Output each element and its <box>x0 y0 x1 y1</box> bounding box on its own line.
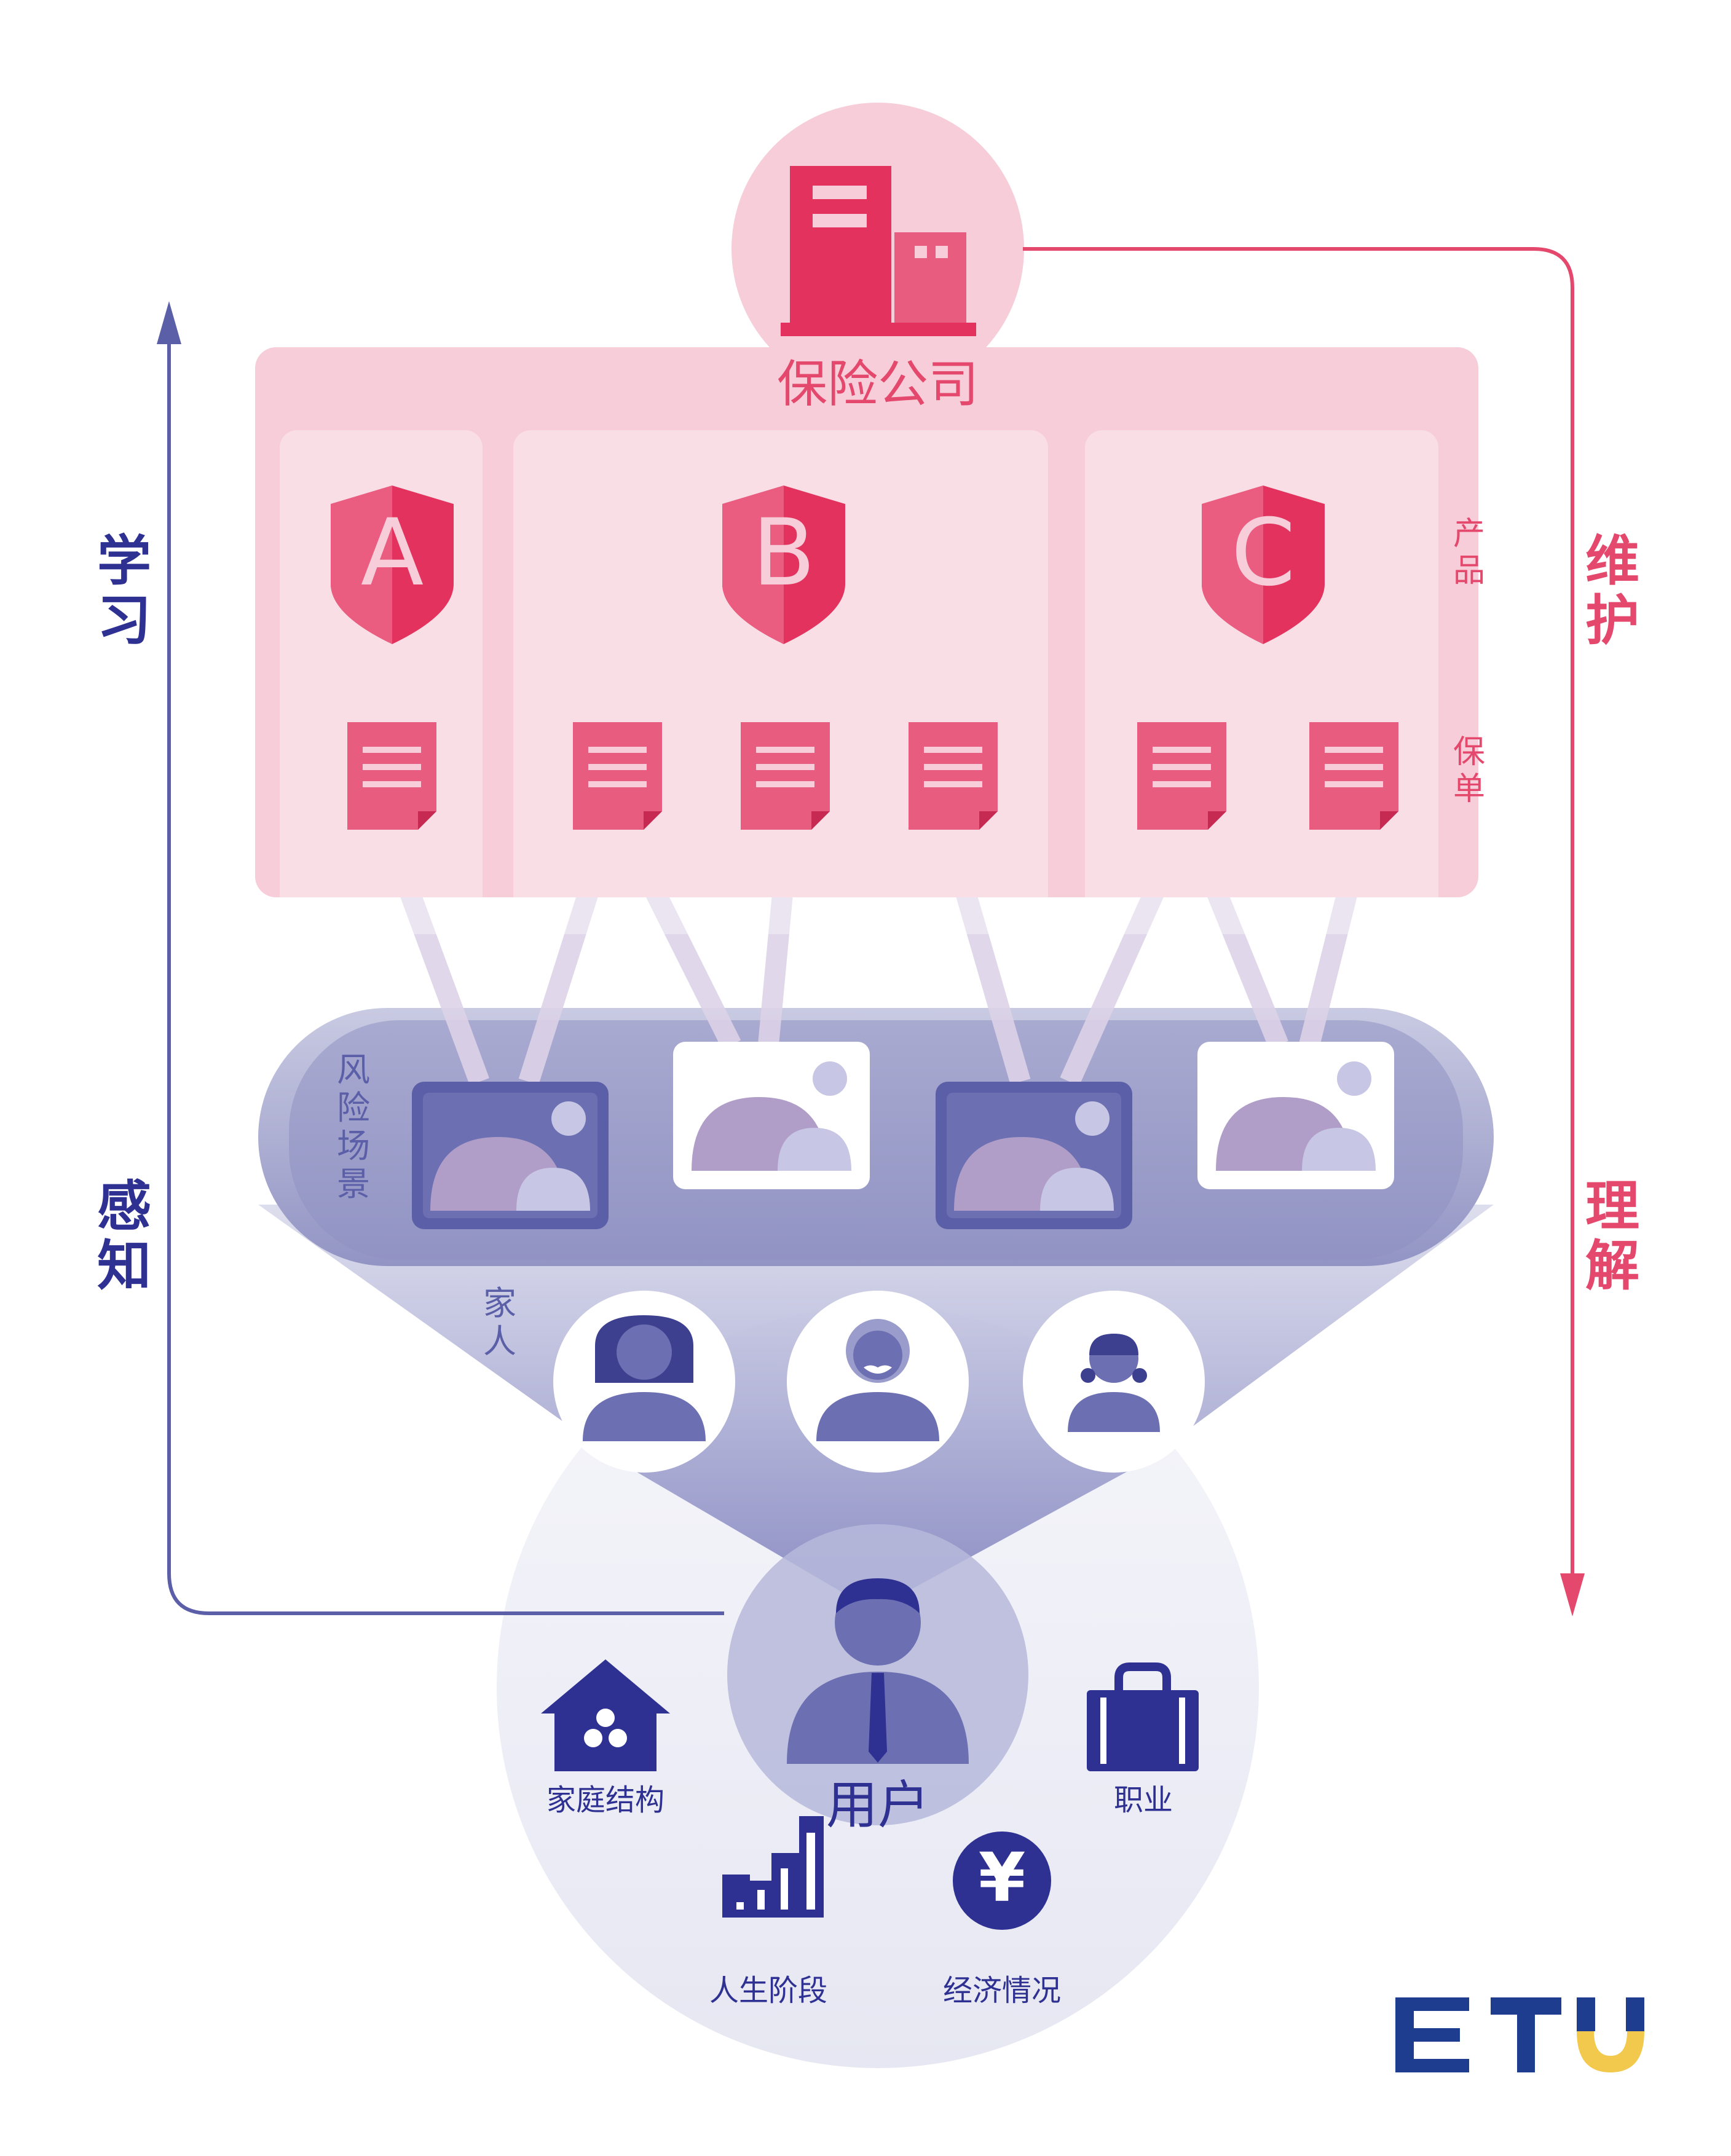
yuan-coin-icon <box>953 1831 1051 1930</box>
scene-image-icon <box>936 1082 1132 1229</box>
shield-icon-b <box>722 486 845 644</box>
policy-doc-icon <box>1137 722 1226 830</box>
policy-doc-icon <box>1309 722 1398 830</box>
policies-tier-label: 保单 <box>1453 734 1485 808</box>
user-icon <box>787 1578 969 1764</box>
products-tier-label: 产品 <box>1453 516 1485 589</box>
bar-chart-icon <box>722 1816 824 1918</box>
shield-icon-c <box>1202 486 1325 644</box>
learn-label: 学习 <box>97 529 151 652</box>
life-stage-label: 人生阶段 <box>709 1973 827 2008</box>
maintain-understand-arrow <box>1023 247 1574 1583</box>
user-label: 用户 <box>826 1775 929 1835</box>
learn-arrow-head-icon <box>157 301 181 344</box>
policy-documents <box>347 722 1398 830</box>
maintain-label: 维护 <box>1585 529 1639 652</box>
policy-doc-icon <box>909 722 998 830</box>
scene-image-icon <box>673 1042 870 1189</box>
risk-scenes-label: 风险场景 <box>337 1050 370 1204</box>
scene-image-icon <box>1197 1042 1394 1189</box>
understand-label: 理解 <box>1585 1174 1639 1297</box>
learn-perceive-arrow <box>167 335 724 1615</box>
product-letter-b: B <box>752 500 816 607</box>
briefcase-icon <box>1087 1662 1199 1771</box>
economic-label: 经济情况 <box>942 1973 1061 2008</box>
family-member-woman-icon <box>553 1291 735 1473</box>
yuan-symbol: ¥ <box>978 1838 1026 1917</box>
company-label: 保险公司 <box>776 355 979 414</box>
shield-icon-a <box>331 486 454 644</box>
perceive-label: 感知 <box>97 1174 151 1297</box>
family-member-child-icon <box>1023 1291 1205 1473</box>
policy-doc-icon <box>347 722 436 830</box>
family-structure-label: 家庭结构 <box>546 1783 664 1817</box>
policy-doc-icon <box>741 722 830 830</box>
product-letter-c: C <box>1231 500 1296 607</box>
etu-logo <box>1395 1997 1644 2072</box>
occupation-label: 职业 <box>1113 1783 1173 1817</box>
family-label: 家人 <box>483 1284 516 1361</box>
house-icon <box>541 1659 670 1771</box>
family-member-elder-icon <box>787 1291 969 1473</box>
policy-doc-icon <box>573 722 662 830</box>
understand-arrow-head-icon <box>1560 1573 1585 1616</box>
scene-image-icon <box>412 1082 609 1229</box>
building-icon <box>781 166 976 336</box>
product-letter-a: A <box>360 500 424 607</box>
